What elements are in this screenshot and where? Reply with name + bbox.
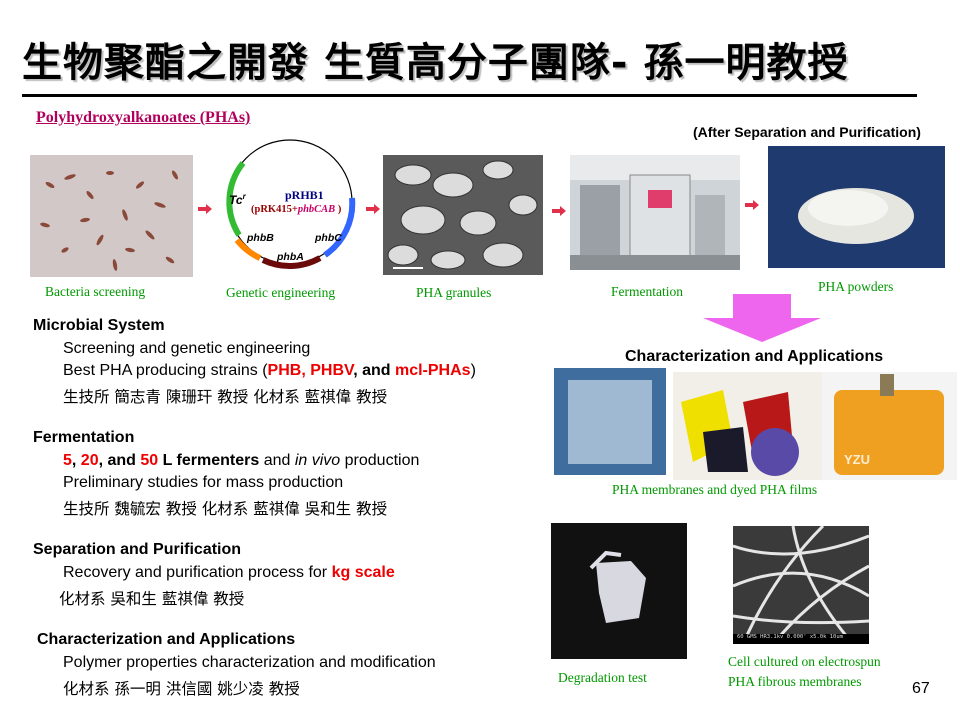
microbial-people: 生技所 簡志青 陳珊玕 教授 化材系 藍祺偉 教授 [63,388,388,406]
caption-membranes: PHA membranes and dyed PHA films [612,482,818,497]
bacteria-micrograph [30,155,193,277]
fermentation-line1: 5, 20, and 50 L fermenters and in vivo p… [63,452,420,469]
char-app-heading-right: Characterization and Applications [625,348,884,365]
pha-powder-photo [768,146,945,268]
gene-phbB-label: phbB [247,232,274,244]
section-fermentation-title: Fermentation [33,429,135,446]
flow-arrow-icon [366,204,380,214]
pha-heading: Polyhydroxyalkanoates (PHAs) [36,109,251,126]
plasmid-tc-label: Tcr [229,192,246,207]
separation-line1: Recovery and purification process for kg… [63,564,395,581]
after-separation-note: (After Separation and Purification) [693,124,921,140]
plasmid-map: Tcr pRHB1 (pRK415+phbCAB ) phbB phbC phb… [215,130,365,280]
flow-arrow-icon [198,204,212,214]
fermentation-people: 生技所 魏毓宏 教授 化材系 藍祺偉 吳和生 教授 [63,500,388,518]
flow-arrow-icon [552,206,566,216]
caption-fermentation: Fermentation [611,284,683,299]
page-title: 生物聚酯之開發 生質高分子團隊- 孫一明教授 [22,40,849,86]
fermentation-line2: Preliminary studies for mass production [63,474,344,491]
title-underline [22,94,917,97]
plasmid-name: pRHB1 [285,188,324,202]
microbial-line2: Best PHA producing strains (PHB, PHBV, a… [63,362,476,379]
section-microbial-title: Microbial System [33,317,165,334]
gene-phbC-label: phbC [315,232,342,244]
dyed-films-photo [673,372,823,480]
degradation-photo [551,523,687,659]
page-number: 67 [912,680,930,697]
plasmid-construct: (pRK415+phbCAB ) [251,204,342,215]
caption-cell-line2: PHA fibrous membranes [728,674,862,689]
sem-scale-bar-text: 60 GMS HR3.1kv 0.000' x5.0k 10um [737,634,843,640]
fermenter-photo [570,155,740,270]
flow-arrow-icon [745,200,759,210]
section-characterization-title: Characterization and Applications [37,631,296,648]
sem-fiber-photo: 60 GMS HR3.1kv 0.000' x5.0k 10um [733,526,869,644]
microbial-line1: Screening and genetic engineering [63,340,311,357]
characterization-line1: Polymer properties characterization and … [63,654,436,671]
characterization-people: 化材系 孫一明 洪信國 姚少凌 教授 [63,680,300,698]
gene-phbA-label: phbA [277,251,304,263]
caption-cell-line1: Cell cultured on electrospun [728,654,881,669]
yzu-film-photo: YZU [822,372,957,480]
down-arrow-icon [703,294,821,342]
section-separation-title: Separation and Purification [33,541,242,558]
caption-genetic: Genetic engineering [226,285,336,300]
yzu-logo: YZU [844,452,870,467]
caption-granules: PHA granules [416,285,492,300]
separation-people: 化材系 吳和生 藍祺偉 教授 [59,590,245,608]
granules-micrograph [383,155,543,275]
pha-membrane-photo [554,368,666,475]
caption-bacteria: Bacteria screening [45,284,146,299]
caption-degradation: Degradation test [558,670,647,685]
caption-powders: PHA powders [818,279,894,294]
